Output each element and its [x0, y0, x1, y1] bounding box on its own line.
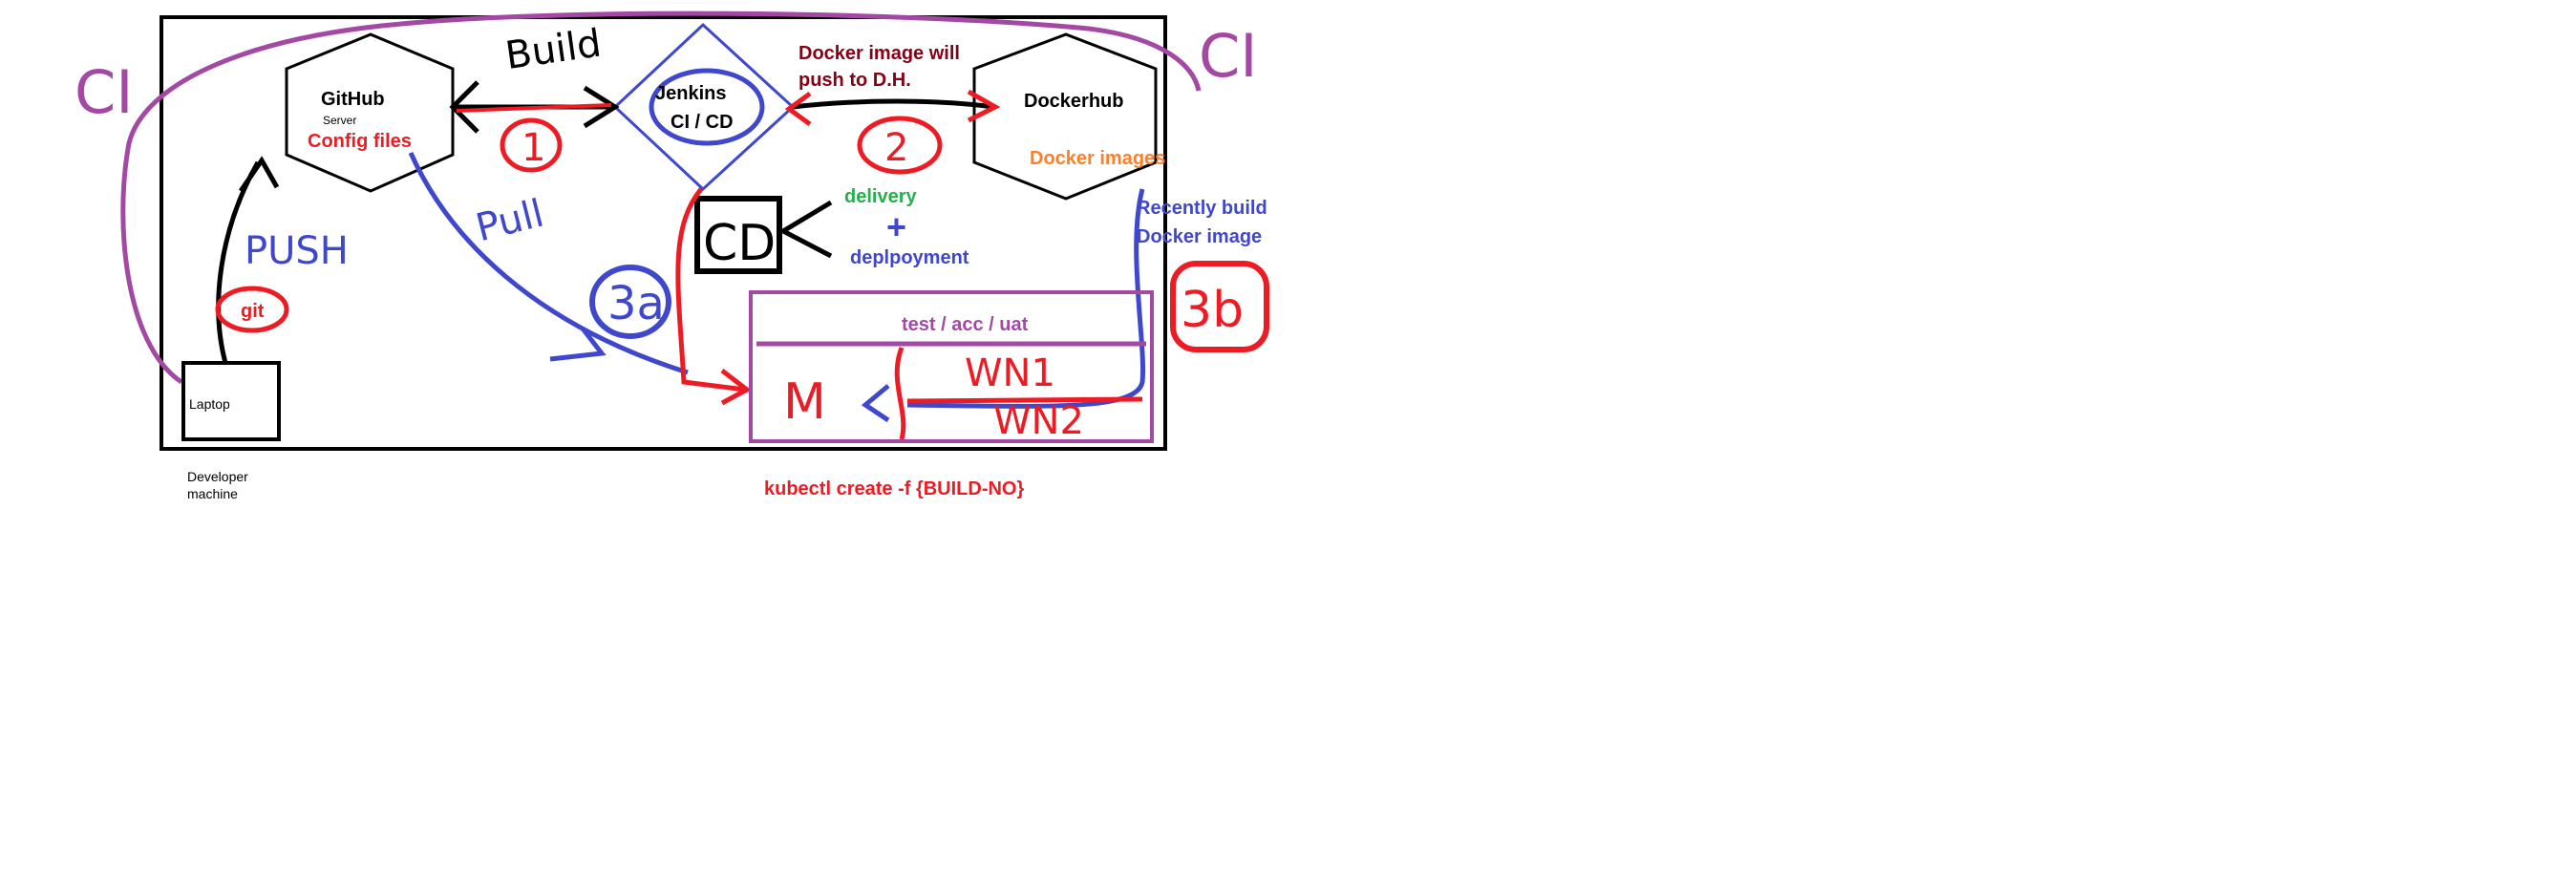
recent-build-label-1: Recently build: [1137, 198, 1267, 219]
kubectl-command-label: kubectl create -f {BUILD-NO}: [764, 478, 1024, 499]
image-pull-arrow: [906, 188, 1145, 409]
docker-images-label: Docker images: [1030, 148, 1165, 169]
github-label: GitHub: [321, 89, 385, 110]
step2-label: 2: [884, 126, 908, 170]
cd-box: [694, 196, 782, 274]
build-label: Build: [502, 21, 604, 78]
step3a-circle: [589, 265, 671, 339]
github-hexagon: [285, 32, 455, 193]
deploy-arrow: [675, 187, 746, 393]
pull-arrow-head: [549, 327, 607, 362]
step3a-label: 3a: [607, 277, 665, 330]
step1-label: 1: [522, 126, 545, 170]
cluster-node-separator: [894, 347, 906, 440]
push-dockerhub-arrow-tail: [784, 91, 812, 127]
cluster-box: [749, 290, 1154, 443]
config-files-label: Config files: [308, 131, 412, 152]
build-arrow-head-left: [449, 80, 479, 134]
plus-label: +: [886, 207, 906, 246]
ci-loop: [120, 11, 1202, 385]
laptop-box: [181, 361, 281, 441]
deployment-label: deplpoyment: [850, 247, 969, 268]
step3b-box: [1170, 261, 1269, 352]
worker-divider: [906, 396, 1143, 404]
pull-label: Pull: [472, 191, 548, 250]
pull-arrow: [408, 151, 689, 375]
wn1-label: WN1: [965, 351, 1055, 395]
system-boundary: [160, 15, 1167, 451]
cd-bracket: [777, 200, 833, 259]
developer-machine-label-1: Developer: [187, 469, 248, 484]
cd-label: CD: [703, 215, 776, 272]
jenkins-ci-label: CI / CD: [671, 112, 734, 133]
laptop-label: Laptop: [189, 396, 230, 412]
push-dockerhub-arrow: [792, 98, 994, 110]
ci-right-label: CI: [1199, 21, 1258, 91]
build-arrow-red: [456, 103, 612, 113]
jenkins-label: Jenkins: [655, 83, 726, 104]
master-label: M: [783, 373, 826, 431]
git-circle: [215, 286, 289, 333]
delivery-label: delivery: [844, 186, 917, 207]
github-sub-label: Server: [323, 114, 356, 127]
deploy-arrow-head: [720, 369, 752, 406]
build-arrow-head-right: [583, 85, 620, 129]
jenkins-circle: [649, 68, 765, 146]
image-pull-arrow-head: [861, 384, 890, 423]
ci-left-label: CI: [75, 57, 134, 127]
recent-build-label-2: Docker image: [1137, 226, 1262, 247]
step2-circle: [857, 116, 943, 175]
dockerhub-label: Dockerhub: [1024, 91, 1123, 112]
push-label: PUSH: [245, 229, 349, 273]
env-label: test / acc / uat: [902, 314, 1029, 335]
step3b-label: 3b: [1181, 282, 1244, 339]
step1-circle: [500, 117, 563, 173]
git-label: git: [241, 301, 265, 322]
push-arrow-head: [238, 156, 280, 193]
docker-push-label-2: push to D.H.: [798, 70, 911, 91]
wn2-label: WN2: [993, 399, 1084, 443]
jenkins-diamond: [612, 22, 796, 192]
docker-push-label-1: Docker image will: [798, 43, 960, 64]
developer-machine-label-2: machine: [187, 486, 238, 501]
push-dockerhub-arrow-head: [967, 89, 1001, 123]
dockerhub-hexagon: [972, 32, 1158, 201]
